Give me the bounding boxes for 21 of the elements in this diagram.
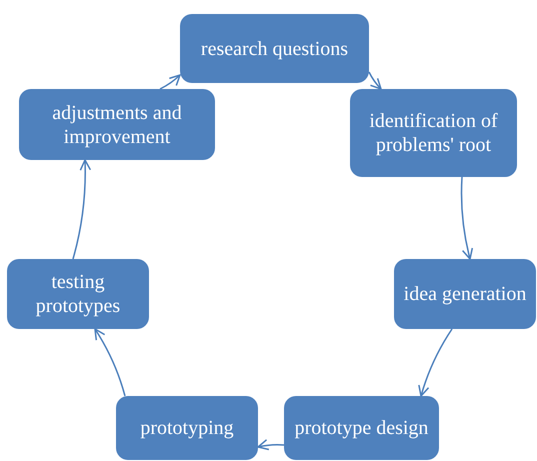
arrow [72, 159, 91, 260]
arrow [418, 328, 453, 397]
arrow [460, 176, 474, 260]
process-box [394, 259, 536, 329]
process-box [350, 89, 517, 177]
step-label: adjustments and improvement [51, 100, 183, 148]
step-label: research questions [200, 36, 348, 60]
step-label: prototyping [140, 416, 234, 440]
process-box [284, 396, 439, 460]
step-label: identification of problems' root [368, 109, 499, 157]
process-box [7, 259, 149, 329]
step-label: testing prototypes [34, 270, 122, 318]
step-label: prototype design [294, 416, 428, 440]
arrow [160, 74, 181, 90]
arrow [368, 72, 382, 90]
process-box [180, 14, 369, 83]
step-label: idea generation [404, 282, 526, 306]
arrow [94, 328, 126, 396]
arrow [257, 439, 284, 450]
process-box [19, 89, 215, 160]
process-box [116, 396, 258, 460]
